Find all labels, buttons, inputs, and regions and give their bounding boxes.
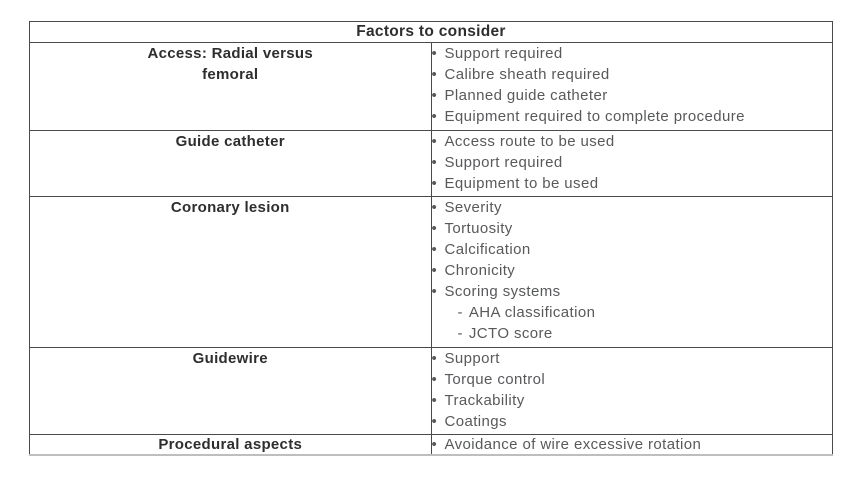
bullet-marker: • bbox=[431, 350, 438, 367]
bullet-item: • Support required bbox=[432, 152, 833, 173]
item-text: Trackability bbox=[444, 392, 525, 409]
bullet-marker: • bbox=[431, 220, 438, 237]
bullet-marker: • bbox=[431, 66, 438, 83]
item-text: JCTO score bbox=[468, 325, 553, 342]
item-text: Severity bbox=[444, 199, 502, 216]
table-row: Coronary lesion • Severity • Tortuosity • Calc… bbox=[29, 196, 833, 348]
bullet-marker: • bbox=[431, 262, 438, 279]
bullet-marker: • bbox=[431, 371, 438, 388]
item-text: Calibre sheath required bbox=[444, 66, 610, 83]
bullet-item: • Support bbox=[432, 348, 833, 369]
category-label: Guide catheter bbox=[175, 133, 285, 150]
category-cell: Coronary lesion bbox=[29, 196, 432, 348]
bullet-item: • Equipment to be used bbox=[432, 173, 833, 194]
item-text: Support required bbox=[444, 45, 563, 62]
category-cell: Guidewire bbox=[29, 347, 432, 435]
bullet-item: • Chronicity bbox=[432, 260, 833, 281]
category-label: Guidewire bbox=[192, 350, 268, 367]
bullet-marker: • bbox=[431, 413, 438, 430]
bullet-marker: • bbox=[431, 175, 438, 192]
bullet-marker: • bbox=[431, 283, 438, 300]
item-text: Equipment to be used bbox=[444, 175, 599, 192]
items-cell: • Support • Torque control • Trackability • Coa… bbox=[430, 347, 833, 435]
sub-item: -JCTO score bbox=[432, 323, 833, 344]
item-text: Tortuosity bbox=[444, 220, 513, 237]
item-text: Support bbox=[444, 350, 500, 367]
bullet-item: • Tortuosity bbox=[432, 218, 833, 239]
table-header-row: Factors to consider bbox=[29, 21, 833, 43]
bullet-marker: • bbox=[431, 199, 438, 216]
category-cell: Guide catheter bbox=[29, 130, 432, 197]
dash-marker: - bbox=[457, 304, 463, 321]
table-title: Factors to consider bbox=[29, 21, 833, 43]
bullet-marker: • bbox=[431, 436, 438, 453]
bullet-marker: • bbox=[431, 241, 438, 258]
item-text: Torque control bbox=[444, 371, 546, 388]
bullet-marker: • bbox=[431, 154, 438, 171]
bullet-marker: • bbox=[431, 45, 438, 62]
item-text: Avoidance of wire excessive rotation bbox=[444, 436, 702, 453]
table-row: Guidewire • Support • Torque control • Trackab… bbox=[29, 347, 833, 435]
item-text: AHA classification bbox=[468, 304, 596, 321]
bullet-item: • Coatings bbox=[432, 411, 833, 432]
item-text: Support required bbox=[444, 154, 563, 171]
items-cell: • Avoidance of wire excessive rotation bbox=[430, 434, 833, 456]
sub-item: -AHA classification bbox=[432, 302, 833, 323]
bullet-marker: • bbox=[431, 87, 438, 104]
category-label: Procedural aspects bbox=[158, 436, 303, 453]
item-text: Equipment required to complete procedure bbox=[444, 108, 745, 125]
bullet-marker: • bbox=[431, 392, 438, 409]
items-cell: • Severity • Tortuosity • Calcification • Chron… bbox=[430, 196, 833, 348]
bullet-item: • Scoring systems bbox=[432, 281, 833, 302]
factors-table: Factors to consider Access: Radial versu… bbox=[29, 21, 833, 456]
bullet-item: • Calibre sheath required bbox=[432, 64, 833, 85]
bullet-item: • Torque control bbox=[432, 369, 833, 390]
table-row: Procedural aspects • Avoidance of wire exc… bbox=[29, 434, 833, 456]
items-cell: • Support required • Calibre sheath require… bbox=[430, 42, 833, 131]
bullet-item: • Trackability bbox=[432, 390, 833, 411]
category-label: Coronary lesion bbox=[170, 199, 290, 216]
bullet-marker: • bbox=[431, 133, 438, 150]
table-row: Guide catheter • Access route to be used • S… bbox=[29, 130, 833, 197]
category-cell: Procedural aspects bbox=[29, 434, 432, 456]
category-cell: Access: Radial versus femoral bbox=[29, 42, 432, 131]
bullet-item: • Support required bbox=[432, 43, 833, 64]
item-text: Chronicity bbox=[444, 262, 516, 279]
item-text: Coatings bbox=[444, 413, 507, 430]
bullet-item: • Avoidance of wire excessive rotation bbox=[432, 435, 833, 454]
bullet-marker: • bbox=[431, 108, 438, 125]
dash-marker: - bbox=[457, 325, 463, 342]
bullet-item: • Planned guide catheter bbox=[432, 85, 833, 106]
bullet-item: • Calcification bbox=[432, 239, 833, 260]
category-label: Access: Radial versus femoral bbox=[147, 45, 314, 83]
bullet-item: • Equipment required to complete procedur… bbox=[432, 106, 833, 127]
bullet-item: • Access route to be used bbox=[432, 131, 833, 152]
items-cell: • Access route to be used • Support require… bbox=[430, 130, 833, 197]
bullet-item: • Severity bbox=[432, 197, 833, 218]
item-text: Planned guide catheter bbox=[444, 87, 608, 104]
item-text: Scoring systems bbox=[444, 283, 561, 300]
item-text: Calcification bbox=[444, 241, 531, 258]
item-text: Access route to be used bbox=[444, 133, 615, 150]
table-row: Access: Radial versus femoral • Support re… bbox=[29, 42, 833, 131]
